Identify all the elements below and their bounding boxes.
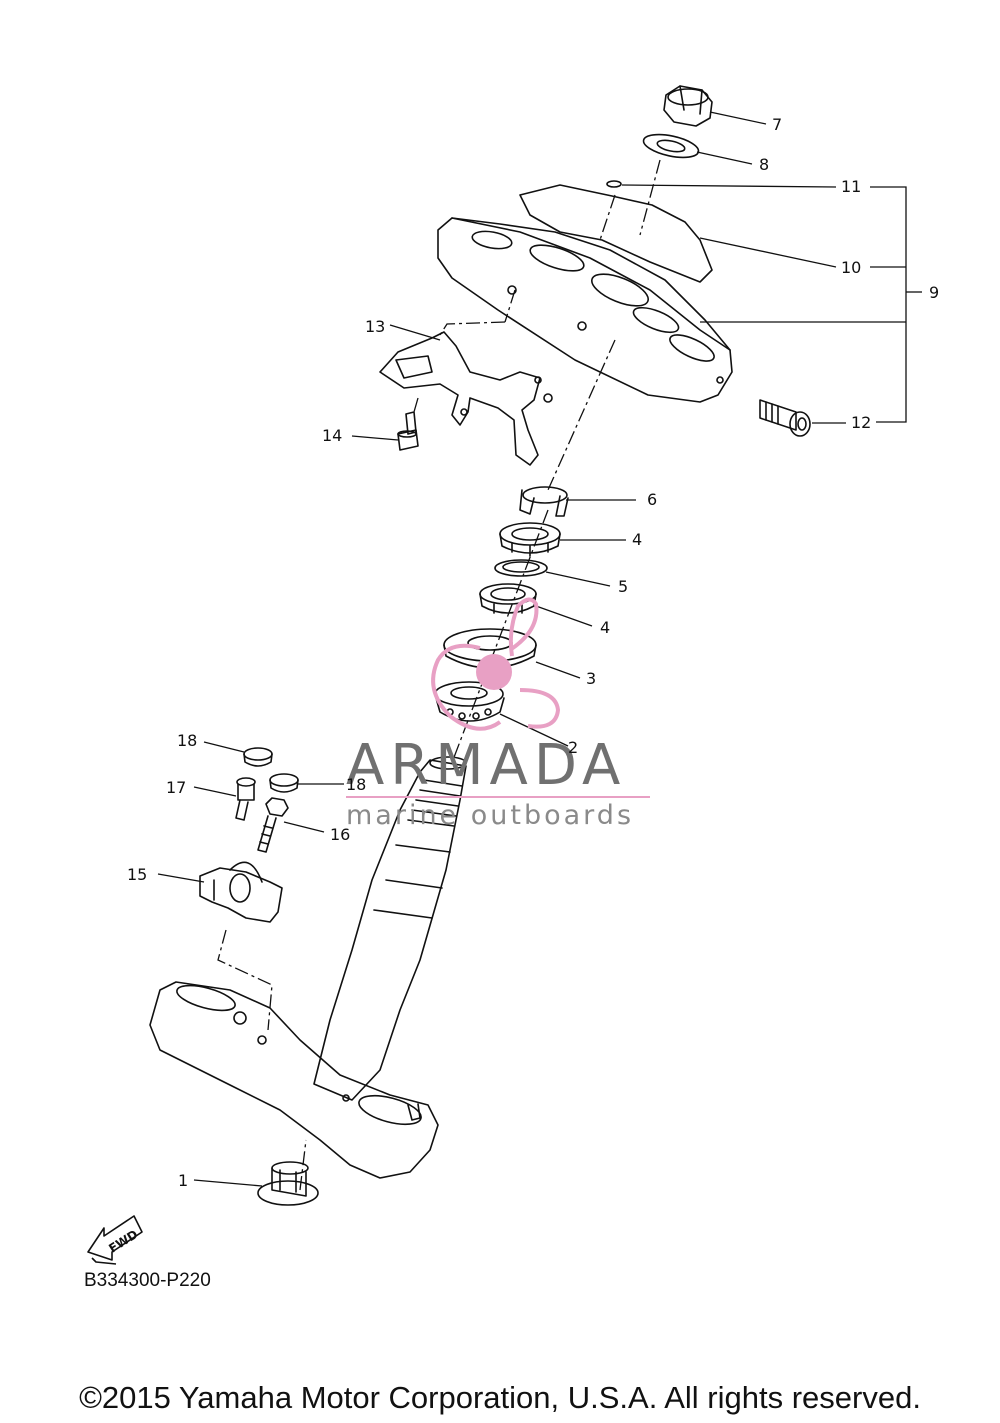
part-17-screw	[235, 777, 256, 821]
part-8-washer	[642, 133, 700, 159]
callout-18-upper: 18	[177, 731, 198, 750]
part-18-cap-upper	[243, 747, 273, 767]
callout-6: 6	[647, 490, 658, 509]
upper-bracket	[437, 217, 733, 403]
callout-15: 15	[127, 865, 148, 884]
callout-7: 7	[772, 115, 783, 134]
part-18-cap-lower	[269, 773, 299, 793]
callout-11: 11	[841, 177, 862, 196]
part-15-clamp	[199, 861, 283, 923]
callout-4-upper: 4	[632, 530, 643, 549]
callout-10: 10	[841, 258, 862, 277]
part-16-bolt	[257, 797, 289, 853]
callout-14: 14	[322, 426, 343, 445]
part-7-cap-nut	[663, 85, 713, 127]
fwd-arrow-icon	[87, 1215, 143, 1265]
callout-16: 16	[330, 825, 351, 844]
watermark-subtitle: marine outboards	[346, 800, 635, 831]
callout-12: 12	[851, 413, 872, 432]
part-6-lock-washer	[519, 486, 569, 517]
center-lines	[217, 159, 661, 1191]
callout-5: 5	[618, 577, 629, 596]
callout-9: 9	[929, 283, 940, 302]
steering-stem	[313, 756, 467, 1101]
callout-1: 1	[178, 1171, 189, 1190]
callout-2: 2	[568, 738, 579, 757]
watermark-title: ARMADA	[346, 733, 627, 798]
part-5-washer	[494, 559, 548, 577]
part-14-screw	[397, 411, 419, 451]
part-10-gasket	[519, 184, 713, 283]
lower-bracket	[149, 981, 439, 1179]
part-13-bracket	[379, 331, 553, 466]
copyright-notice: ©2015 Yamaha Motor Corporation, U.S.A. A…	[79, 1380, 921, 1415]
callout-13: 13	[365, 317, 386, 336]
part-11-o-ring	[606, 180, 622, 188]
part-4-ring-nut-upper	[499, 522, 561, 557]
callout-3: 3	[586, 669, 597, 688]
callout-8: 8	[759, 155, 770, 174]
watermark-logo	[346, 597, 650, 798]
part-4-ring-nut-lower	[479, 583, 537, 614]
part-1-collar	[257, 1161, 319, 1206]
leader-lines	[157, 111, 922, 1187]
callout-18-lower: 18	[346, 775, 367, 794]
part-12-bolt	[759, 399, 811, 437]
callout-17: 17	[166, 778, 187, 797]
diagram-code: B334300-P220	[84, 1270, 211, 1291]
callout-4-lower: 4	[600, 618, 611, 637]
